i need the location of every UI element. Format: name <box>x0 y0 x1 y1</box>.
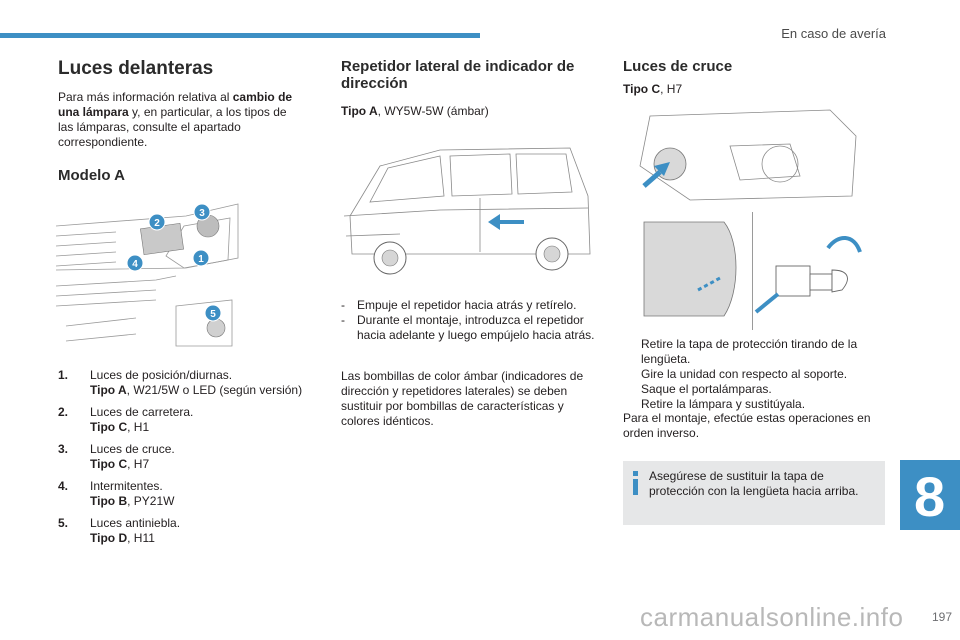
amber-bulb-note: Las bombillas de color ámbar (indicadore… <box>341 369 584 428</box>
callout-2 <box>148 213 166 231</box>
callout-1-label: 1 <box>198 254 204 265</box>
section-title-repetidor: Repetidor lateral de indicador de direcc… <box>341 58 575 92</box>
page-number: 197 <box>931 610 952 624</box>
list-item: Saque el portalámparas. <box>641 382 772 396</box>
header-accent-bar <box>0 33 480 38</box>
van-figure <box>343 147 591 275</box>
callout-1 <box>192 249 210 267</box>
chapter-title: En caso de avería <box>781 26 886 41</box>
figure-divider <box>752 212 753 330</box>
bulb-removal-figure <box>643 221 862 317</box>
info-text: Asegúrese de sustituir la tapa de protec… <box>649 469 859 498</box>
watermark: carmanualsonline.info <box>640 602 904 632</box>
cruce-type: Tipo C, H7 <box>623 82 683 96</box>
callout-5 <box>204 304 222 322</box>
list-item: Retire la lámpara y sustitúyala. <box>641 397 806 411</box>
callout-4-label: 4 <box>132 259 138 270</box>
callout-2-label: 2 <box>154 218 160 229</box>
chapter-tab: 8 <box>900 460 960 530</box>
list-item: 3.Luces de cruce.Tipo C, H7 <box>58 442 175 471</box>
intro-paragraph: Para más información relativa al cambio … <box>58 90 293 149</box>
callout-4 <box>126 254 144 272</box>
callout-5-label: 5 <box>210 309 216 320</box>
list-item: 1.Luces de posición/diurnas.Tipo A, W21/… <box>58 368 303 397</box>
section-title-luces-cruce: Luces de cruce <box>623 58 733 75</box>
subtitle-modelo-a: Modelo A <box>58 167 125 184</box>
list-item: -Durante el montaje, introduzca el repet… <box>341 313 595 342</box>
callout-3 <box>193 203 211 221</box>
info-icon <box>633 471 638 495</box>
headlamp-figure: 1 2 3 4 5 <box>56 203 239 347</box>
list-item: Gire la unidad con respecto al soporte. <box>641 367 848 381</box>
cruce-steps: Retire la tapa de protección tirando de … <box>623 337 875 412</box>
list-item: 2.Luces de carretera.Tipo C, H1 <box>58 405 194 434</box>
chapter-number: 8 <box>914 465 946 528</box>
section-title-luces-delanteras: Luces delanteras <box>58 58 214 79</box>
lamp-list: 1.Luces de posición/diurnas.Tipo A, W21/… <box>58 368 308 553</box>
list-item: Retire la tapa de protección tirando de … <box>641 337 858 366</box>
list-item: -Empuje el repetidor hacia atrás y retír… <box>341 298 577 312</box>
headlamp-rear-figure <box>639 109 857 201</box>
list-item: 4.Intermitentes.Tipo B, PY21W <box>58 479 175 508</box>
repetidor-type: Tipo A, WY5W-5W (ámbar) <box>341 104 489 118</box>
callout-3-label: 3 <box>199 208 205 219</box>
repetidor-steps: -Empuje el repetidor hacia atrás y retír… <box>341 298 601 343</box>
info-box: Asegúrese de sustituir la tapa de protec… <box>623 461 885 525</box>
list-item: 5.Luces antiniebla.Tipo D, H11 <box>58 516 181 545</box>
assembly-note: Para el montaje, efectúe estas operacion… <box>623 411 871 440</box>
